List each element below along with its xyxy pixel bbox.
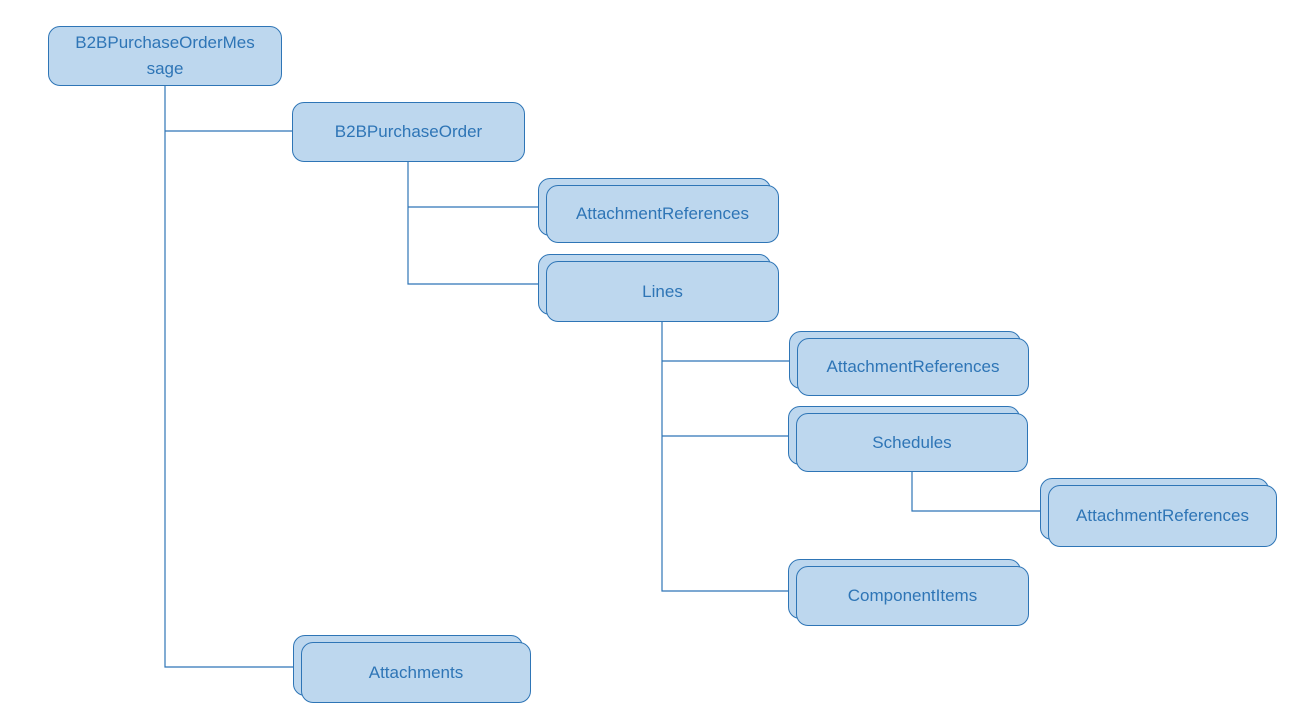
node-label: B2BPurchaseOrderMessage [75, 33, 255, 78]
connector-po-to-lines [407, 162, 538, 285]
node-label: Attachments [368, 662, 464, 682]
node-attachment-references-order: AttachmentReferences [546, 185, 779, 243]
node-component-items: ComponentItems [796, 566, 1029, 626]
node-attachments: Attachments [301, 642, 531, 703]
node-label: B2BPurchaseOrder [334, 122, 483, 141]
node-label: AttachmentReferences [826, 357, 1000, 376]
node-attachment-references-lines: AttachmentReferences [797, 338, 1029, 396]
node-attachment-references-schedules: AttachmentReferences [1048, 485, 1277, 547]
node-schedules: Schedules [796, 413, 1028, 472]
connector-lines-to-component-items [661, 322, 788, 592]
node-label: Lines [642, 281, 683, 301]
node-label: Schedules [872, 432, 952, 452]
node-label: ComponentItems [847, 586, 978, 605]
node-lines: Lines [546, 261, 779, 322]
connector-schedules-to-attachment-references [911, 472, 1040, 512]
node-b2b-purchase-order: B2BPurchaseOrder [292, 102, 525, 162]
node-label: AttachmentReferences [1076, 506, 1249, 525]
node-b2b-purchase-order-message: B2BPurchaseOrderMessage [48, 26, 282, 86]
connector-root-to-attachments [164, 86, 293, 668]
node-label: AttachmentReferences [576, 204, 749, 223]
